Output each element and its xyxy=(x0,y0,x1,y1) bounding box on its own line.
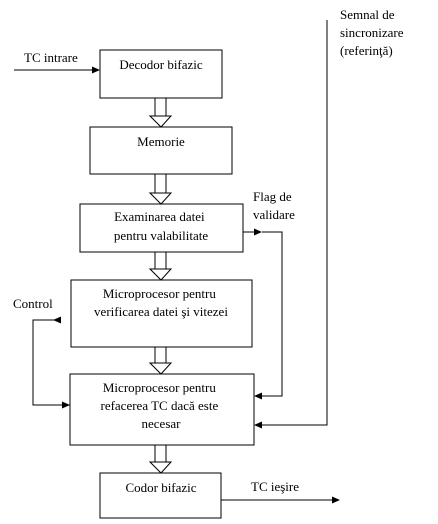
double-arrow-check-rebuild xyxy=(148,347,173,375)
control-arrow-to-rebuild xyxy=(33,401,70,409)
encoder-block xyxy=(99,472,222,519)
flag-arrow-top xyxy=(243,228,262,236)
memory-block xyxy=(89,126,233,175)
double-arrow-validation-check xyxy=(148,252,173,281)
control-label: Control xyxy=(13,296,53,311)
double-arrow-rebuild-encoder xyxy=(148,445,173,474)
flag-arrow-down xyxy=(254,231,283,400)
tc-in-label: TC intrare xyxy=(24,50,78,65)
validation-text: Examinarea datei pentru valabilitate xyxy=(114,209,208,243)
double-arrow-memory-validation xyxy=(148,174,173,205)
memory-text: Memorie xyxy=(137,134,185,149)
rebuild-micro-block xyxy=(69,373,255,446)
rebuild-micro-text: Microprocesor pentru refacerea TC dacă e… xyxy=(100,380,221,431)
encoder-text: Codor bifazic xyxy=(125,480,196,495)
double-arrow-decoder-memory xyxy=(148,98,173,128)
decoder-block xyxy=(99,49,223,99)
sync-arrow xyxy=(254,20,328,429)
check-micro-text: Microprocesor pentru verificarea datei ş… xyxy=(94,286,228,319)
sync-label: Semnal de sincronizare (referinţă) xyxy=(340,7,407,58)
tc-out-arrow xyxy=(221,496,340,504)
decoder-text: Decodor bifazic xyxy=(119,57,203,72)
flag-label: Flag de validare xyxy=(253,189,295,222)
check-micro-block xyxy=(70,279,253,348)
tc-out-label: TC ieşire xyxy=(251,479,299,494)
control-arrow xyxy=(32,316,70,406)
tc-in-arrow xyxy=(14,66,100,74)
